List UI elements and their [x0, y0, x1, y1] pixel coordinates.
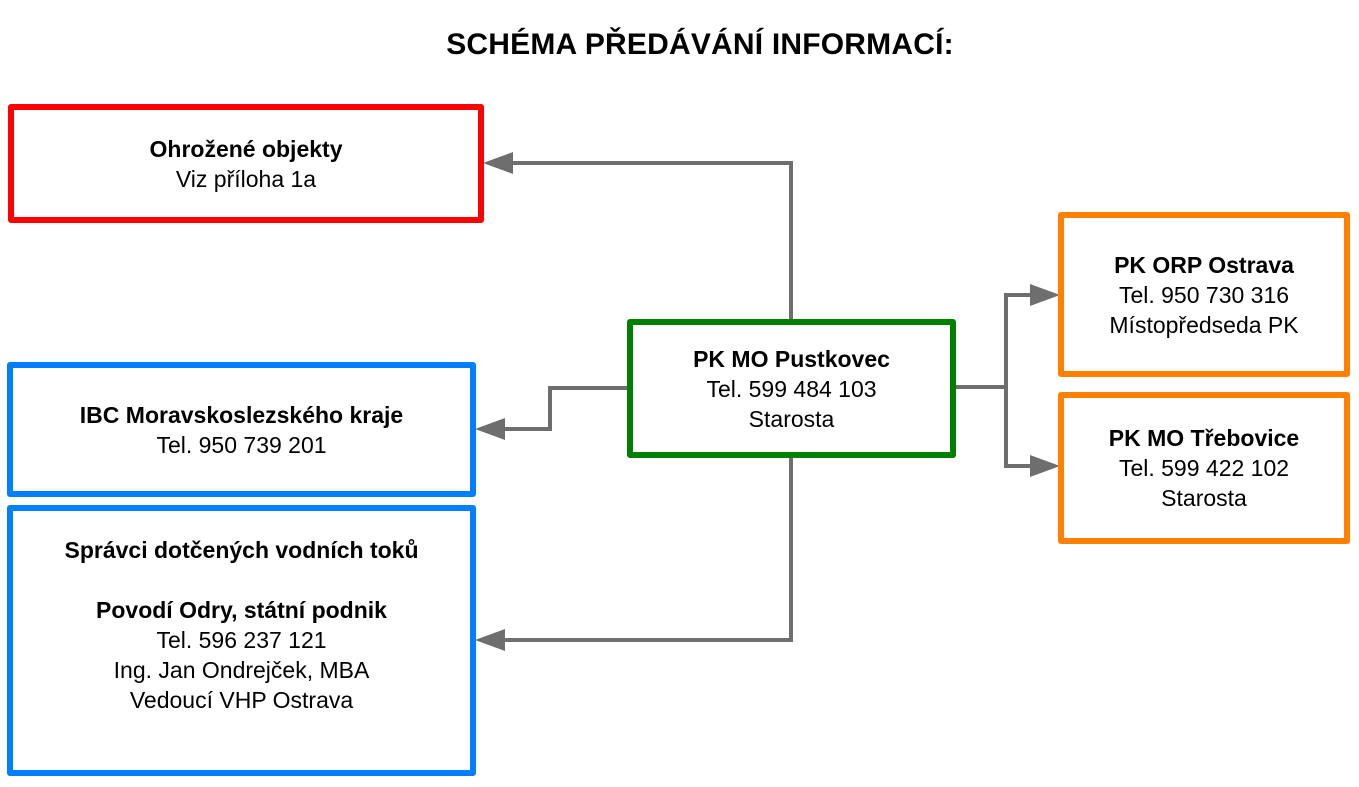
- node-phone: Tel. 599 484 103: [706, 375, 877, 402]
- node-ohrozene-objekty: Ohrožené objekty Viz příloha 1a: [8, 104, 484, 223]
- node-name: Ohrožené objekty: [149, 135, 343, 162]
- node-role: Vedoucí VHP Ostrava: [129, 687, 354, 713]
- edge-pustkovec-trebovice: [1004, 387, 1030, 468]
- node-role: Místopředseda PK: [1109, 311, 1299, 338]
- arrowhead-ohrozene: [483, 152, 513, 174]
- arrowhead-trebovice: [1030, 455, 1060, 477]
- diagram-title: SCHÉMA PŘEDÁVÁNÍ INFORMACÍ:: [446, 28, 954, 61]
- node-heading: Správci dotčených vodních toků: [64, 537, 419, 563]
- node-phone: Tel. 596 237 121: [156, 627, 327, 653]
- node-phone: Tel. 950 730 316: [1118, 281, 1290, 308]
- node-name: PK MO Pustkovec: [693, 345, 890, 372]
- node-phone: Tel. 950 739 201: [156, 431, 327, 458]
- node-person: Ing. Jan Ondrejček, MBA: [113, 657, 370, 683]
- edge-pustkovec-ohrozene: [513, 161, 793, 322]
- node-pk-mo-pustkovec: PK MO Pustkovec Tel. 599 484 103 Starost…: [627, 319, 956, 458]
- arrowhead-ibc: [475, 418, 505, 440]
- node-name: Povodí Odry, státní podnik: [96, 597, 387, 623]
- node-name: PK ORP Ostrava: [1114, 251, 1294, 278]
- node-role: Starosta: [1161, 485, 1247, 511]
- node-pk-mo-trebovice: PK MO Třebovice Tel. 599 422 102 Starost…: [1058, 392, 1350, 544]
- edge-pustkovec-orp: [1004, 293, 1030, 387]
- edge-pustkovec-sprava: [505, 455, 793, 642]
- node-name: IBC Moravskoslezského kraje: [79, 401, 404, 428]
- arrowhead-sprava: [475, 629, 505, 651]
- node-role: Starosta: [748, 405, 835, 432]
- edge-pustkovec-ibc: [505, 386, 630, 431]
- arrowhead-orp: [1030, 284, 1060, 306]
- node-ibc-msk: IBC Moravskoslezského kraje Tel. 950 739…: [7, 362, 476, 497]
- node-pk-orp-ostrava: PK ORP Ostrava Tel. 950 730 316 Místopře…: [1058, 212, 1350, 377]
- node-note: Viz příloha 1a: [175, 165, 317, 192]
- node-phone: Tel. 599 422 102: [1118, 455, 1290, 481]
- node-spravci-vodnich-toku: Správci dotčených vodních toků Povodí Od…: [7, 505, 476, 776]
- node-name: PK MO Třebovice: [1108, 425, 1300, 451]
